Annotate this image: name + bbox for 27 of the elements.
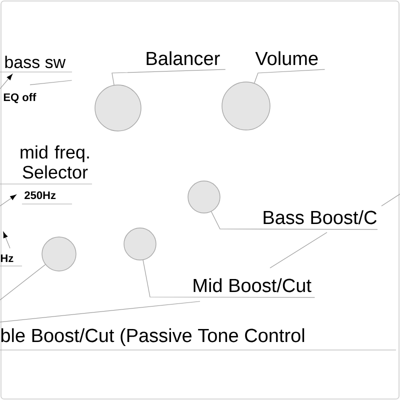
leader-line [30,80,72,86]
label-text: Mid Boost/Cut [194,278,312,292]
label-text: ble Boost/Cut (Passive Tone Control [1,328,304,346]
label-text: Bass Boost/C [264,210,377,224]
arrow [0,194,16,206]
leader-line [0,264,46,300]
arrow [0,74,12,90]
label-text: Hz [0,254,14,262]
knob [222,82,270,130]
knob [124,228,156,260]
leader-line [211,211,378,230]
label-text: Balancer [146,51,220,66]
arrow [3,232,10,249]
leader-line [112,69,226,86]
leader-line [142,260,316,298]
label-text: bass sw [5,56,66,68]
label-text: EQ off [4,93,36,104]
knob [94,84,142,132]
leader-line [254,69,326,84]
knob [188,180,220,214]
leader-line [270,232,328,268]
leader-line [381,194,400,206]
label-text: 250Hz [24,191,56,200]
label-text: mid freq. Selector [20,145,89,179]
label-text: Volume [255,51,318,66]
knob [42,236,76,272]
leader-line [0,301,200,322]
